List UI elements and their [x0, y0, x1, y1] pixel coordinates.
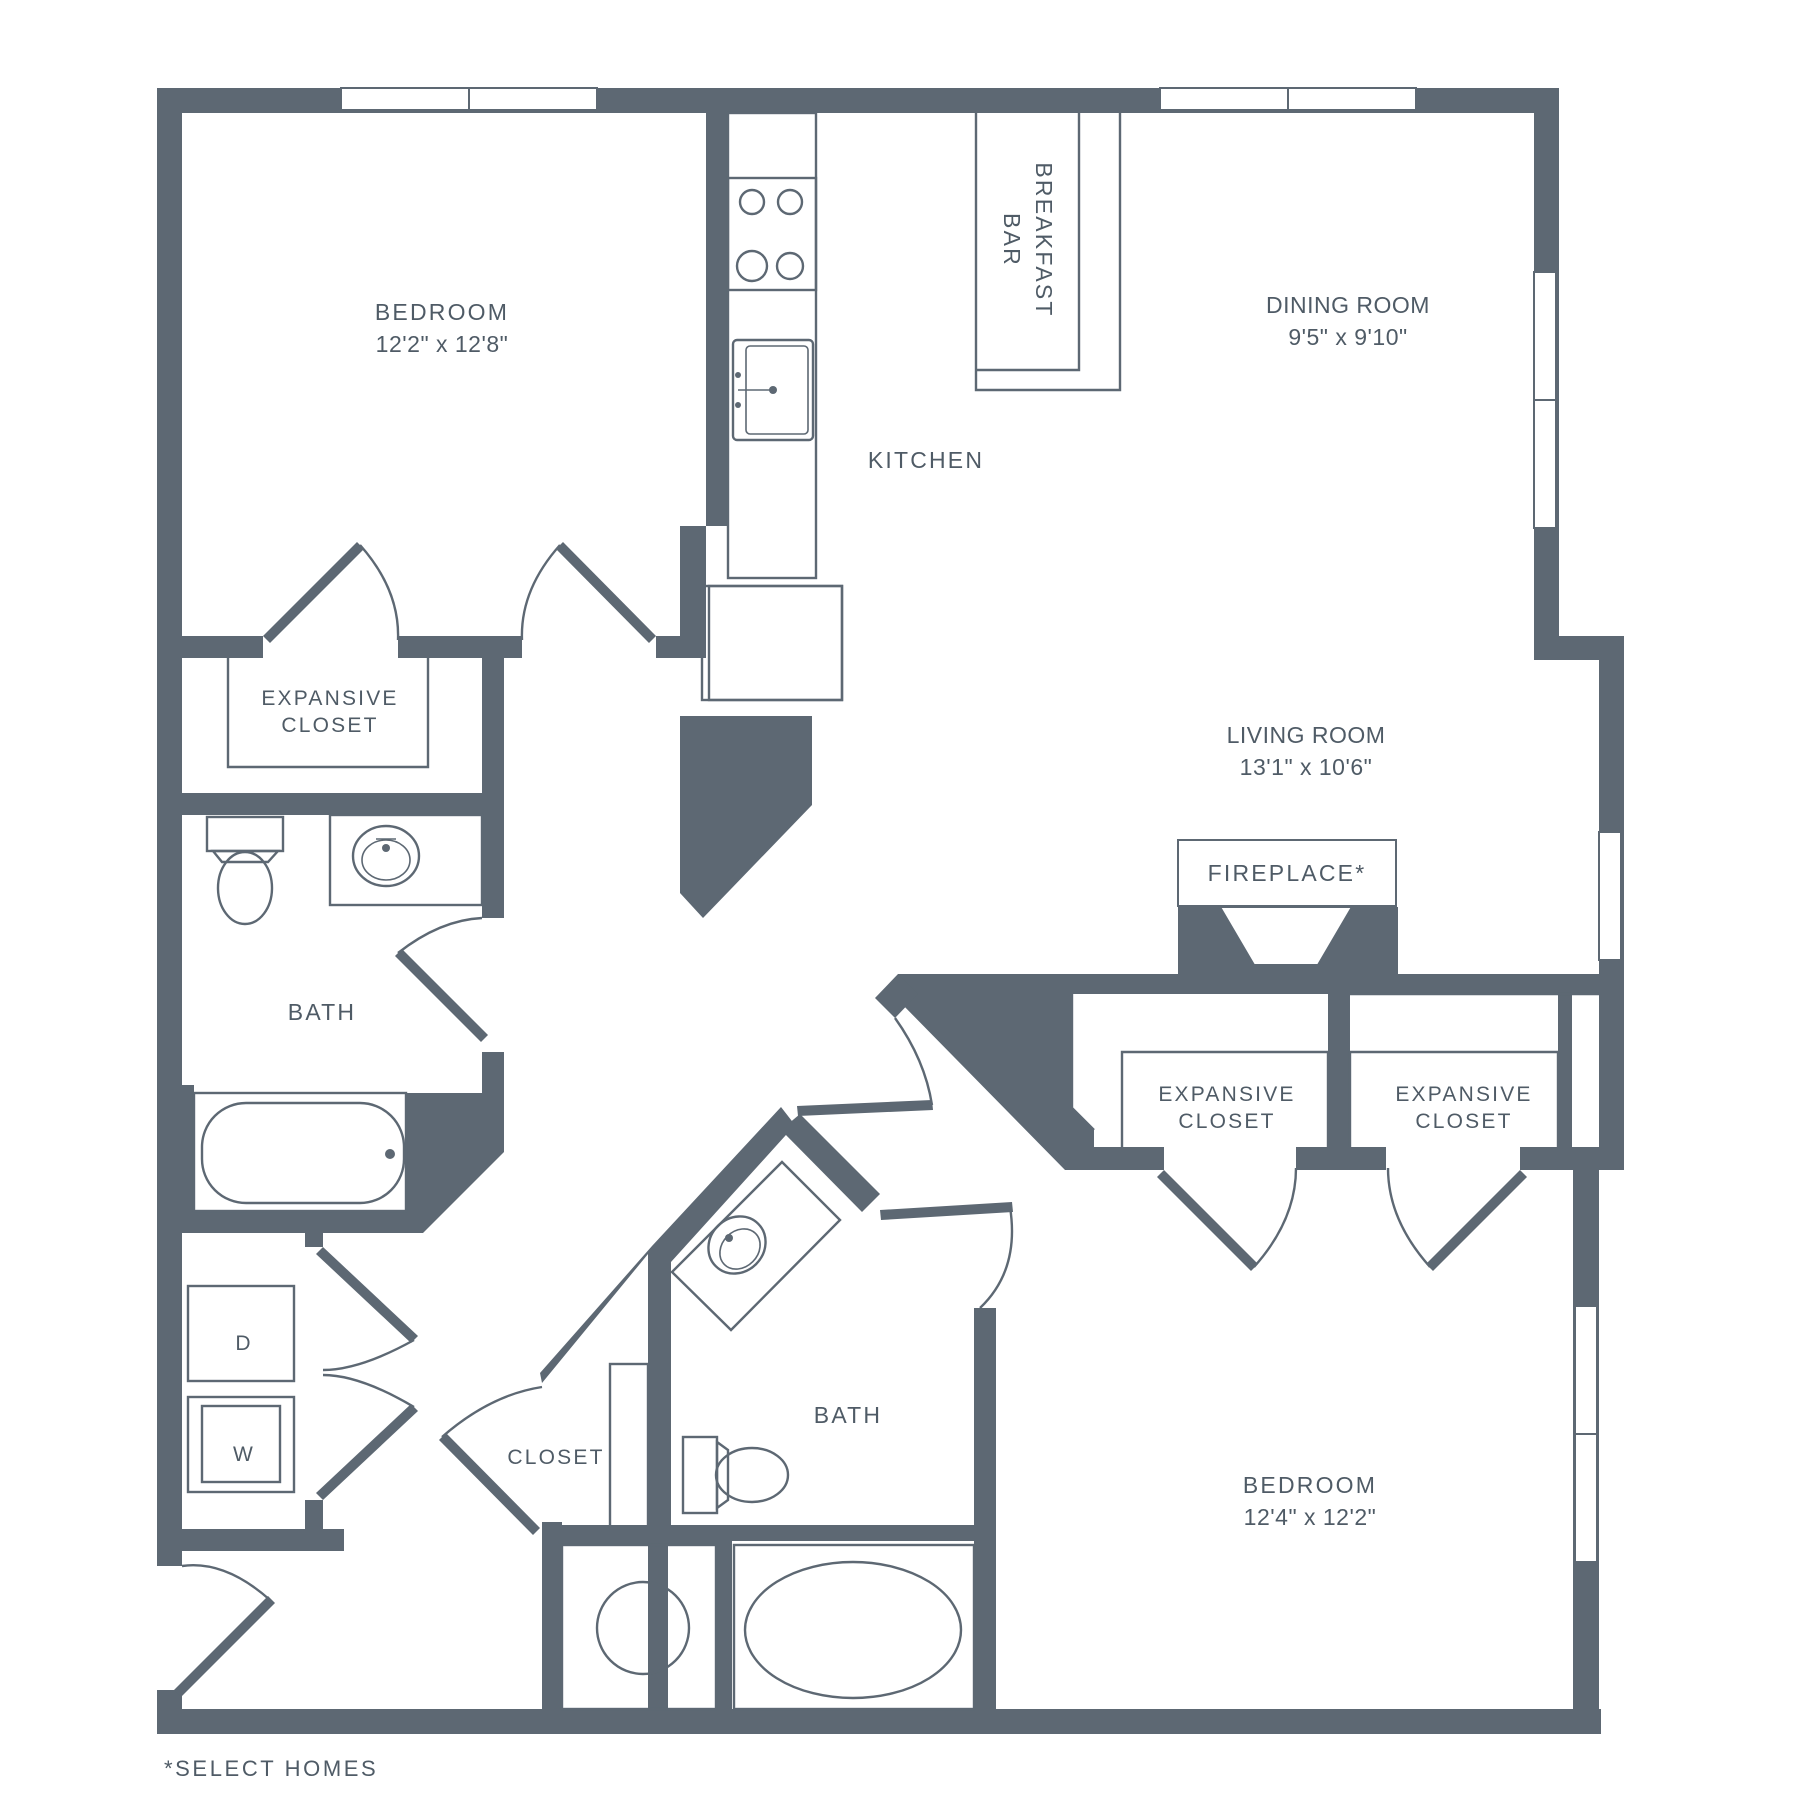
bath-2-fixtures	[560, 1160, 976, 1711]
footnote: *SELECT HOMES	[164, 1756, 378, 1781]
bedroom-2-name: BEDROOM	[1243, 1472, 1377, 1498]
hall-closet-name: CLOSET	[507, 1446, 604, 1469]
bedroom-1-size: 12'2" x 12'8"	[376, 331, 509, 357]
dining-room-size: 9'5" x 9'10"	[1288, 324, 1407, 350]
bath-2-name: BATH	[814, 1402, 882, 1428]
dryer-label: D	[235, 1332, 252, 1355]
room-labels: BEDROOM 12'2" x 12'8" KITCHEN BREAKFAST …	[233, 162, 1532, 1530]
closet-3-line1: EXPANSIVE	[1395, 1083, 1532, 1106]
closet-shelves	[226, 658, 1599, 1147]
fireplace-fixture	[1177, 839, 1397, 966]
laundry	[186, 1284, 296, 1494]
windows	[340, 87, 1622, 1563]
living-room-name: LIVING ROOM	[1227, 722, 1386, 748]
kitchen-name: KITCHEN	[868, 447, 984, 473]
closet-1-line2: CLOSET	[281, 714, 378, 737]
dining-room-name: DINING ROOM	[1266, 292, 1430, 318]
bedroom-1-name: BEDROOM	[375, 299, 509, 325]
washer-label: W	[233, 1443, 255, 1466]
bath-1-fixtures	[192, 813, 484, 1213]
closet-2-line2: CLOSET	[1178, 1110, 1275, 1133]
closet-1-line1: EXPANSIVE	[261, 687, 398, 710]
doors	[174, 542, 1527, 1697]
living-room-size: 13'1" x 10'6"	[1240, 754, 1373, 780]
fireplace-name: FIREPLACE*	[1208, 860, 1367, 886]
breakfast-bar-line2: BAR	[999, 213, 1025, 267]
closet-3-line2: CLOSET	[1415, 1110, 1512, 1133]
closet-2-line1: EXPANSIVE	[1158, 1083, 1295, 1106]
bedroom-2-size: 12'4" x 12'2"	[1244, 1504, 1377, 1530]
breakfast-bar-line1: BREAKFAST	[1031, 162, 1057, 317]
bath-1-name: BATH	[288, 999, 356, 1025]
kitchen-fixtures	[700, 111, 1122, 702]
